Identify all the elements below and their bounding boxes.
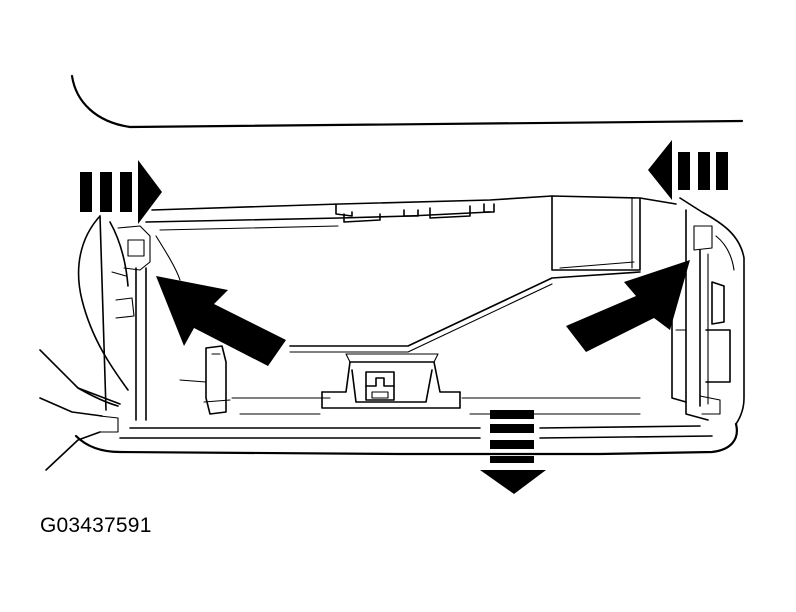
top-rim-clips	[335, 203, 495, 223]
lower-left-dash-lines	[39, 349, 121, 471]
dashboard-upper-outline	[70, 74, 744, 129]
right-clip-pointer	[566, 260, 690, 352]
push-right-arrow	[80, 160, 162, 224]
push-left-arrow	[648, 140, 728, 200]
right-side-panel	[671, 197, 745, 425]
pull-down-arrow	[480, 410, 546, 494]
figure-id-label: G03437591	[40, 514, 152, 537]
left-damper-post	[203, 345, 231, 415]
left-side-panel	[77, 215, 181, 421]
inner-compartment	[551, 195, 641, 271]
center-latch	[321, 353, 461, 409]
left-clip-pointer	[156, 276, 286, 366]
